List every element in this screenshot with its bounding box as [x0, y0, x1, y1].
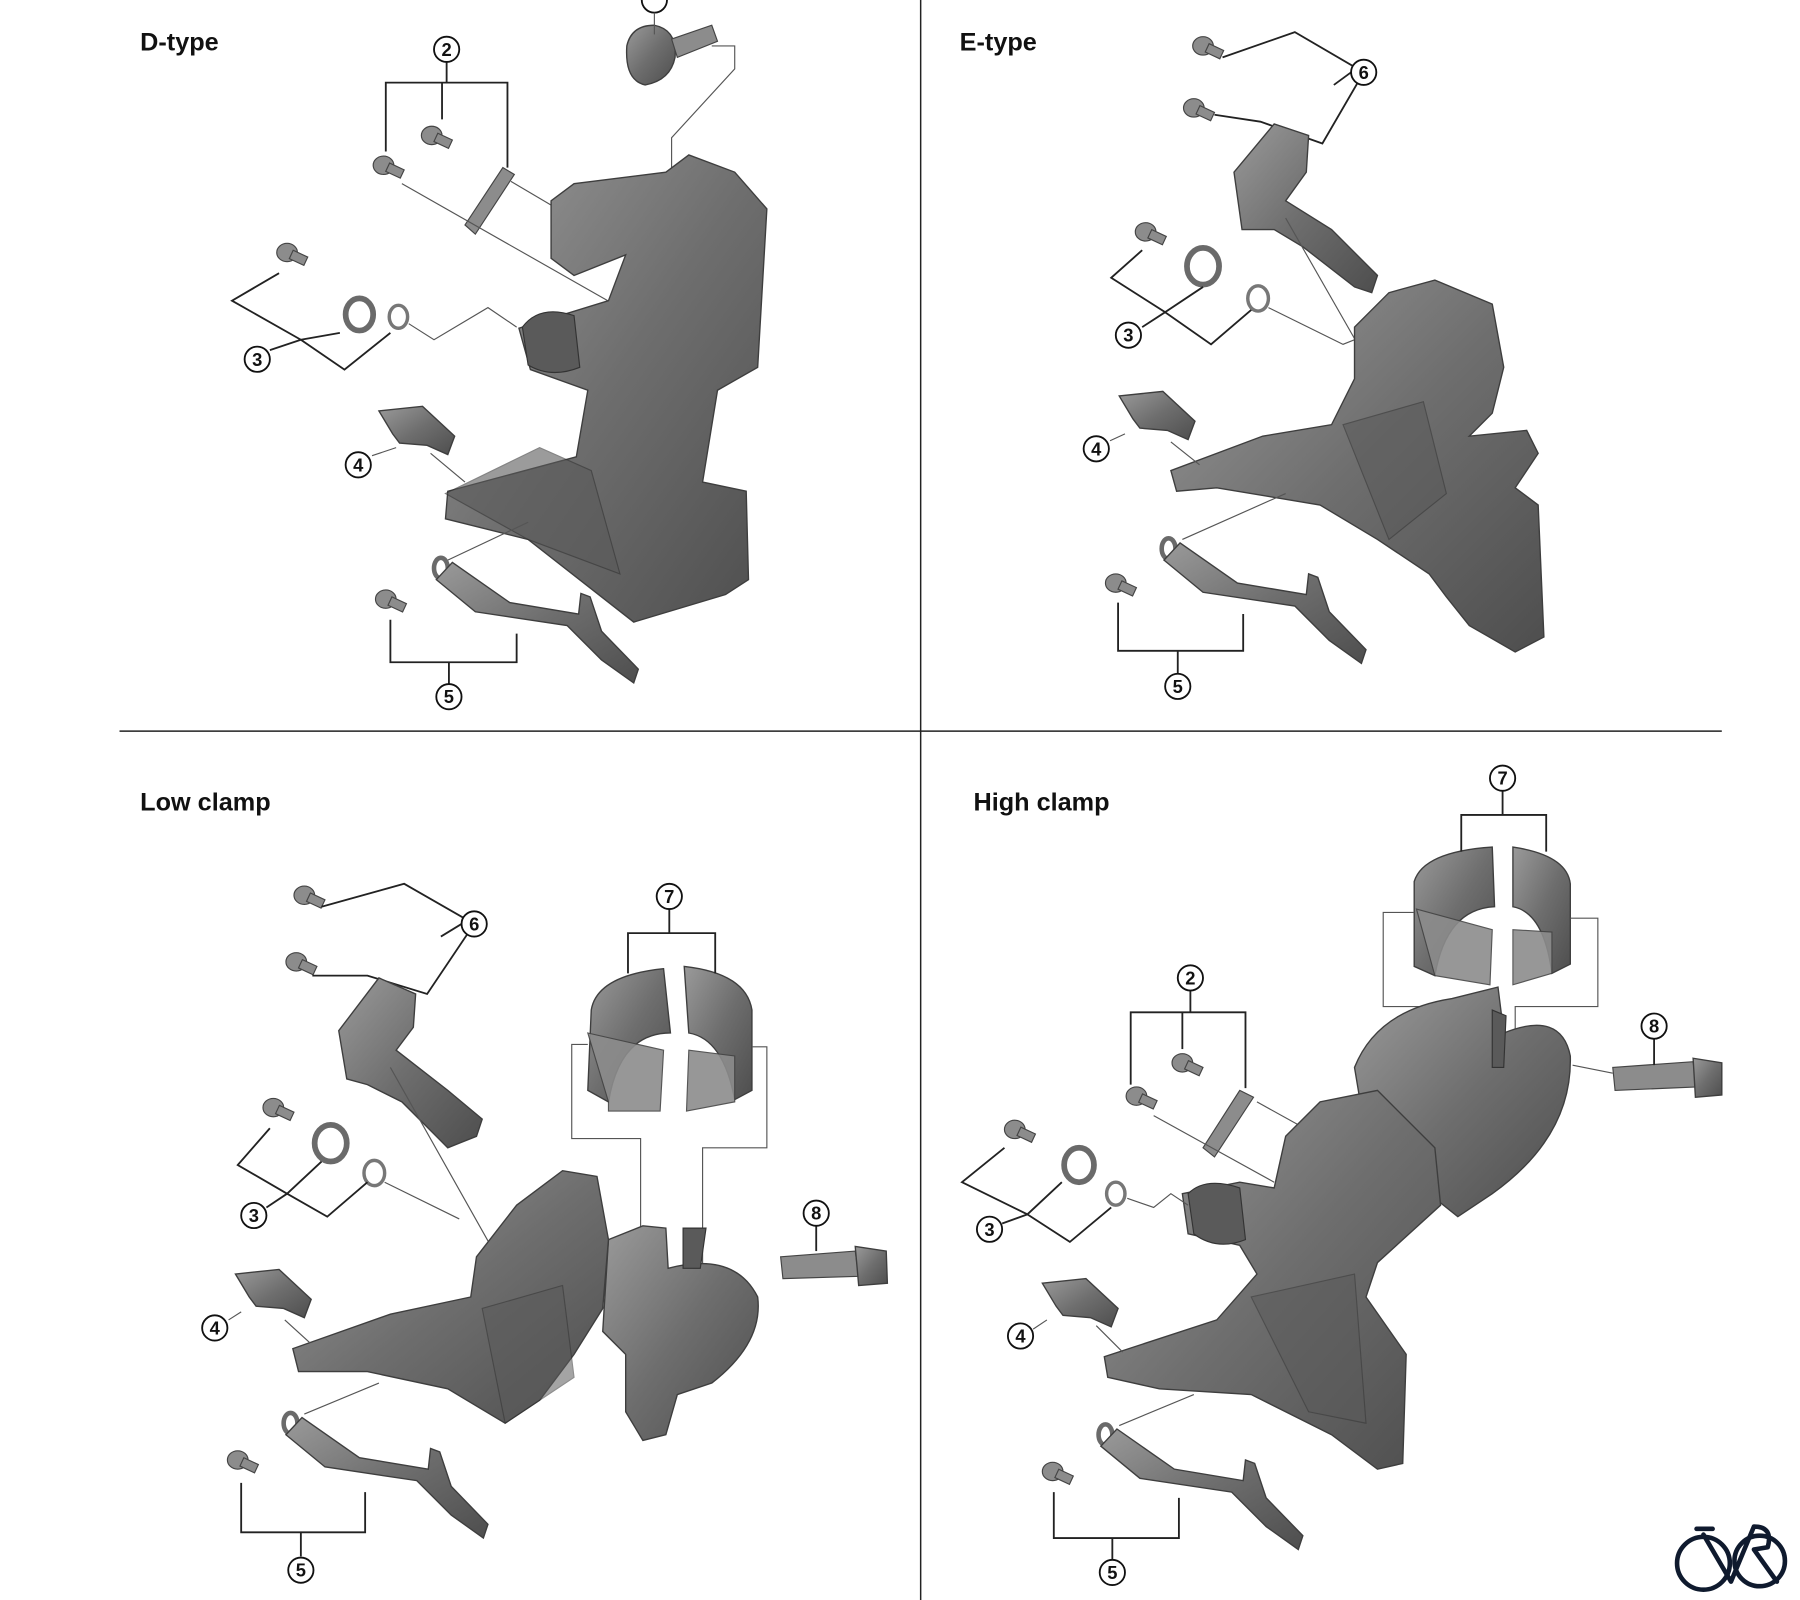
- panel-title: Low clamp: [140, 788, 270, 816]
- svg-text:5: 5: [1107, 1562, 1117, 1583]
- svg-text:5: 5: [444, 686, 454, 707]
- callout-4: 4: [344, 451, 372, 479]
- derailleur-body: [1170, 279, 1545, 653]
- svg-text:8: 8: [1649, 1016, 1659, 1037]
- clamp-band: [586, 965, 753, 1112]
- svg-text:3: 3: [252, 349, 262, 370]
- svg-text:3: 3: [249, 1205, 259, 1226]
- callout-8: 8: [1640, 1012, 1668, 1040]
- e-plate: [1233, 123, 1379, 294]
- callout-7: 7: [655, 882, 683, 910]
- panel-title: High clamp: [973, 788, 1109, 816]
- bicycle-logo-icon: [1674, 1524, 1788, 1592]
- svg-text:5: 5: [296, 1560, 306, 1581]
- callout-2: 2: [433, 35, 461, 63]
- svg-text:7: 7: [1497, 768, 1507, 789]
- svg-text:5: 5: [1173, 676, 1183, 697]
- callout-5: 5: [1098, 1558, 1126, 1586]
- svg-text:2: 2: [1185, 967, 1195, 988]
- svg-text:4: 4: [1015, 1326, 1026, 1347]
- panel-e-type: E-type 6 3 4 5: [960, 29, 1545, 700]
- callout-3: 3: [240, 1201, 268, 1230]
- svg-text:7: 7: [664, 886, 674, 907]
- panel-d-type: D-type: [140, 0, 768, 711]
- e-plate: [338, 977, 484, 1149]
- callout-6: 6: [1350, 58, 1378, 86]
- svg-text:6: 6: [469, 913, 479, 934]
- panel-title: E-type: [960, 29, 1037, 57]
- svg-text:4: 4: [353, 454, 364, 475]
- callout-7: 7: [1489, 764, 1517, 792]
- callout-4: 4: [1082, 435, 1110, 463]
- callout-4: 4: [1006, 1322, 1035, 1350]
- svg-text:2: 2: [442, 39, 452, 60]
- callout-8: 8: [802, 1199, 830, 1227]
- panel-title: D-type: [140, 29, 219, 57]
- callout-3: 3: [975, 1215, 1004, 1243]
- panel-high-clamp: High clamp: [960, 764, 1723, 1586]
- callout-5: 5: [1164, 672, 1192, 700]
- svg-text:3: 3: [1123, 325, 1133, 346]
- svg-text:4: 4: [1091, 438, 1102, 459]
- callout-2: 2: [1176, 964, 1204, 992]
- clamp-band: [1413, 846, 1571, 986]
- svg-text:6: 6: [1359, 62, 1369, 83]
- svg-text:8: 8: [811, 1203, 821, 1224]
- callout-5: 5: [287, 1556, 315, 1584]
- callout-6: 6: [460, 910, 488, 938]
- panel-low-clamp: Low clamp: [140, 788, 889, 1584]
- derailleur-body: [1103, 1089, 1442, 1470]
- svg-text:4: 4: [210, 1317, 221, 1338]
- fixing-bolt: [625, 0, 719, 86]
- callout-3: 3: [1114, 321, 1142, 349]
- callout-5: 5: [435, 683, 463, 711]
- callout-3: 3: [243, 345, 271, 373]
- cable-plate: [464, 166, 516, 236]
- callout-4: 4: [201, 1314, 229, 1342]
- svg-text:3: 3: [984, 1219, 994, 1240]
